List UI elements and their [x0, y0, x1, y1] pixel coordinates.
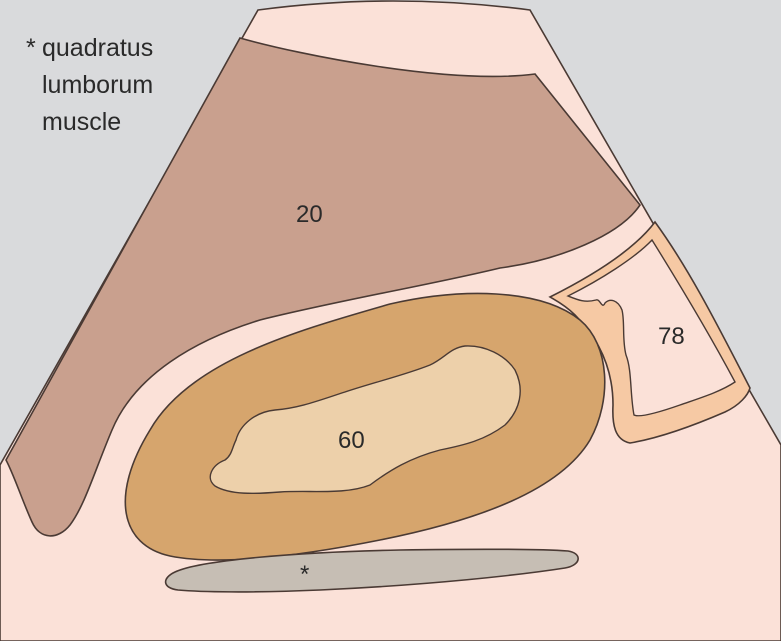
right-region-label: 78 [658, 323, 685, 350]
legend-line-3: muscle [42, 108, 121, 136]
muscle-marker: * [300, 561, 309, 588]
upper-region-label: 20 [296, 201, 323, 228]
legend-line-1: quadratus [42, 34, 153, 62]
legend-line-2: lumborum [42, 71, 153, 99]
legend-symbol: * [26, 34, 36, 62]
center-region-label: 60 [338, 427, 365, 454]
